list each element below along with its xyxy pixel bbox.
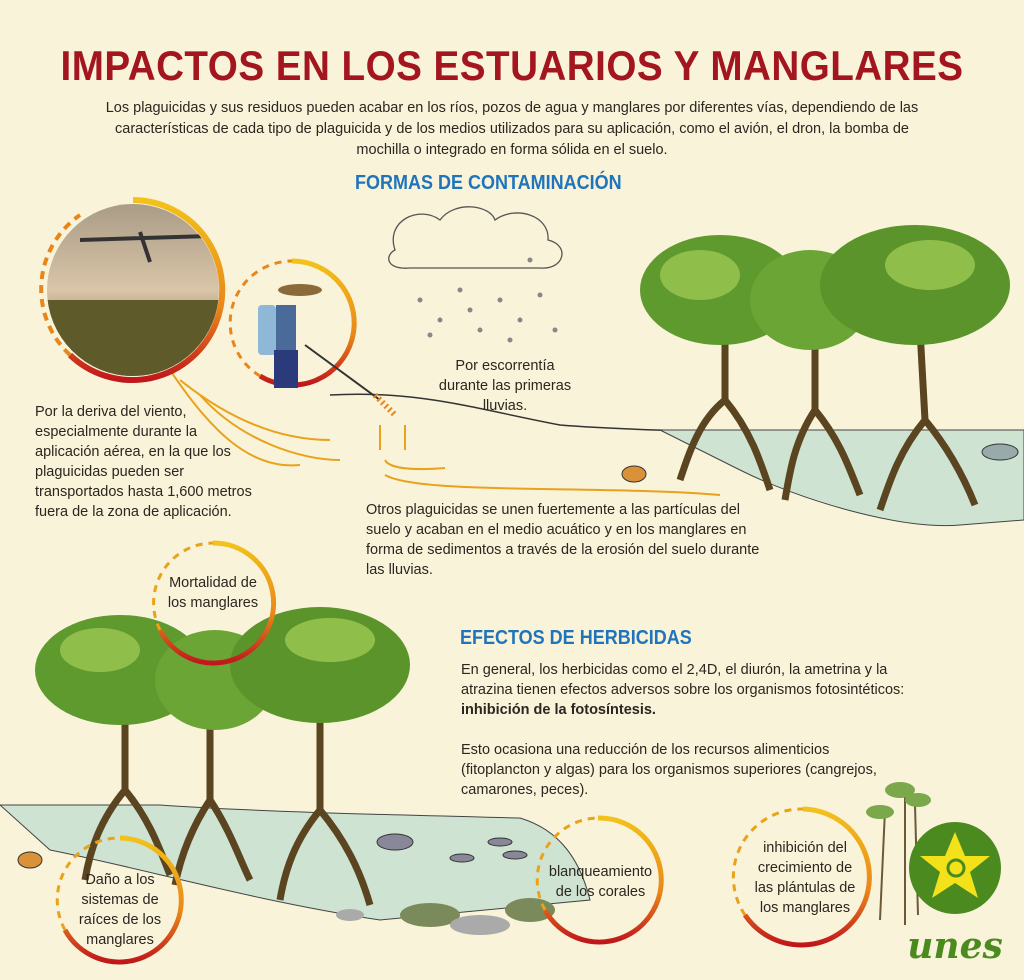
photo-ring	[67, 197, 226, 383]
intro-paragraph: Los plaguicidas y sus residuos pueden ac…	[105, 100, 919, 158]
circle-mortalidad	[152, 540, 277, 666]
circle-corales	[535, 815, 664, 945]
rain-cloud-icon	[388, 206, 563, 343]
corales-label: blanqueamiento de los corales	[548, 864, 653, 900]
circle-raices	[55, 835, 184, 965]
runoff-text: Por escorrentía durante las primeras llu…	[438, 358, 572, 414]
sediment-text: Otros plaguicidas se unen fuertemente a …	[366, 502, 760, 578]
backpack-sprayer-farmer	[228, 258, 398, 418]
crab-icon-bottom	[17, 851, 43, 869]
wind-drift-text: Por la deriva del viento, especialmente …	[35, 404, 252, 520]
mangrove-trees-top	[640, 225, 1010, 512]
crab-icon	[621, 465, 647, 483]
efectos-paragraph-1: En general, los herbicidas como el 2,4D,…	[461, 660, 931, 720]
efectos-heading: EFECTOS DE HERBICIDAS	[460, 627, 692, 649]
fish-school-icon	[376, 833, 528, 863]
formas-heading: FORMAS DE CONTAMINACIÓN	[355, 172, 622, 194]
efectos-paragraph-2: Esto ocasiona una reducción de los recur…	[461, 742, 877, 798]
logo-text: unes	[907, 925, 1003, 967]
efectos-p1-text: En general, los herbicidas como el 2,4D,…	[461, 662, 905, 698]
aerial-spraying-photo	[39, 197, 226, 383]
water-top	[659, 429, 1024, 527]
mangrove-seedlings	[866, 782, 931, 925]
fish-icon	[981, 443, 1019, 461]
raices-label: Daño a los sistemas de raíces de los man…	[78, 872, 162, 948]
page-title: IMPACTOS EN LOS ESTUARIOS Y MANGLARES	[60, 42, 964, 89]
circle-plantulas	[731, 806, 872, 948]
efectos-p1-bold: inhibición de la fotosíntesis.	[461, 702, 656, 718]
unes-logo	[909, 822, 1001, 914]
mortalidad-label: Mortalidad de los manglares	[167, 575, 259, 611]
plantulas-label: inhibición del crecimiento de las plántu…	[754, 840, 856, 916]
wind-arrows	[169, 369, 721, 496]
